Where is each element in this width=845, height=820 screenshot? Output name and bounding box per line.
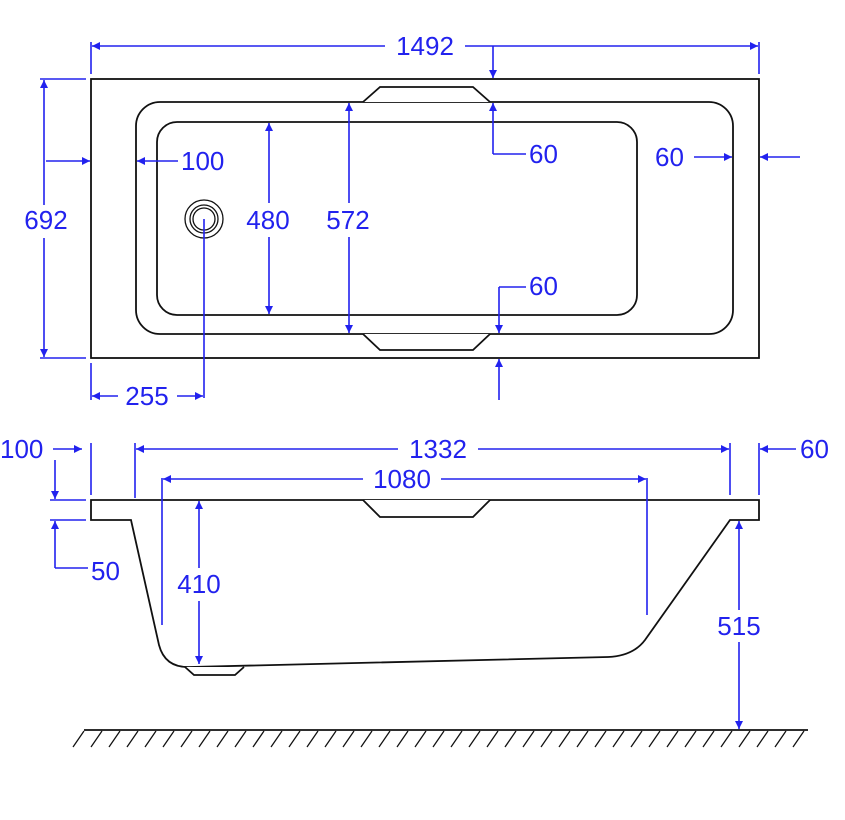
dim-rim-top: 60 bbox=[529, 139, 558, 169]
hatch-stroke bbox=[540, 730, 553, 748]
hatch-stroke bbox=[432, 730, 445, 748]
tub-side-profile bbox=[90, 499, 760, 668]
dim-rim-left: 100 bbox=[181, 146, 224, 176]
hatch-stroke bbox=[414, 730, 427, 748]
dim-lip-thickness: 50 bbox=[91, 556, 120, 586]
hatch-stroke bbox=[504, 730, 517, 748]
headrest-bottom bbox=[362, 333, 491, 351]
hatch-stroke bbox=[702, 730, 715, 748]
hatch-stroke bbox=[126, 730, 139, 748]
hatch-stroke bbox=[306, 730, 319, 748]
hatch-stroke bbox=[522, 730, 535, 748]
hatch-stroke bbox=[630, 730, 643, 748]
hatch-stroke bbox=[90, 730, 103, 748]
hatch-stroke bbox=[162, 730, 175, 748]
hatch-stroke bbox=[324, 730, 337, 748]
hatch-stroke bbox=[270, 730, 283, 748]
hatch-stroke bbox=[360, 730, 373, 748]
hatch-stroke bbox=[594, 730, 607, 748]
dim-bottom-length: 1080 bbox=[373, 464, 431, 494]
dim-depth: 410 bbox=[177, 569, 220, 599]
hatch-stroke bbox=[486, 730, 499, 748]
tub-foot bbox=[184, 666, 245, 676]
hatch-stroke bbox=[108, 730, 121, 748]
hatch-stroke bbox=[720, 730, 733, 748]
side-headrest bbox=[362, 499, 491, 518]
side-view: 100 50 1332 60 1080 410 515 bbox=[0, 434, 829, 748]
tub-basin-inner bbox=[156, 121, 638, 316]
floor-hatching bbox=[72, 730, 805, 748]
hatch-stroke bbox=[666, 730, 679, 748]
hatch-stroke bbox=[648, 730, 661, 748]
dim-overall-length: 1492 bbox=[396, 31, 454, 61]
dim-overall-width: 692 bbox=[24, 205, 67, 235]
hatch-stroke bbox=[396, 730, 409, 748]
hatch-stroke bbox=[468, 730, 481, 748]
tub-outer-rim bbox=[90, 78, 760, 359]
top-view: 1492 692 100 60 60 480 572 60 bbox=[24, 31, 800, 411]
hatch-stroke bbox=[288, 730, 301, 748]
dim-side-rim-left: 100 bbox=[0, 434, 43, 464]
hatch-stroke bbox=[342, 730, 355, 748]
hatch-stroke bbox=[378, 730, 391, 748]
hatch-stroke bbox=[774, 730, 787, 748]
hatch-stroke bbox=[738, 730, 751, 748]
dim-drain-offset: 255 bbox=[125, 381, 168, 411]
headrest-top bbox=[362, 86, 491, 103]
hatch-stroke bbox=[558, 730, 571, 748]
hatch-stroke bbox=[144, 730, 157, 748]
dim-basin-width: 572 bbox=[326, 205, 369, 235]
dim-height-to-floor: 515 bbox=[717, 611, 760, 641]
dim-rim-bottom: 60 bbox=[529, 271, 558, 301]
hatch-stroke bbox=[450, 730, 463, 748]
hatch-stroke bbox=[252, 730, 265, 748]
dim-rim-right: 60 bbox=[655, 142, 684, 172]
hatch-stroke bbox=[72, 730, 85, 748]
dim-top-length: 1332 bbox=[409, 434, 467, 464]
tub-basin-outer bbox=[135, 101, 734, 335]
hatch-stroke bbox=[216, 730, 229, 748]
hatch-stroke bbox=[198, 730, 211, 748]
hatch-stroke bbox=[684, 730, 697, 748]
hatch-stroke bbox=[576, 730, 589, 748]
dim-inner-width: 480 bbox=[246, 205, 289, 235]
hatch-stroke bbox=[612, 730, 625, 748]
hatch-stroke bbox=[234, 730, 247, 748]
hatch-stroke bbox=[756, 730, 769, 748]
hatch-stroke bbox=[792, 730, 805, 748]
hatch-stroke bbox=[180, 730, 193, 748]
dim-side-rim-right: 60 bbox=[800, 434, 829, 464]
